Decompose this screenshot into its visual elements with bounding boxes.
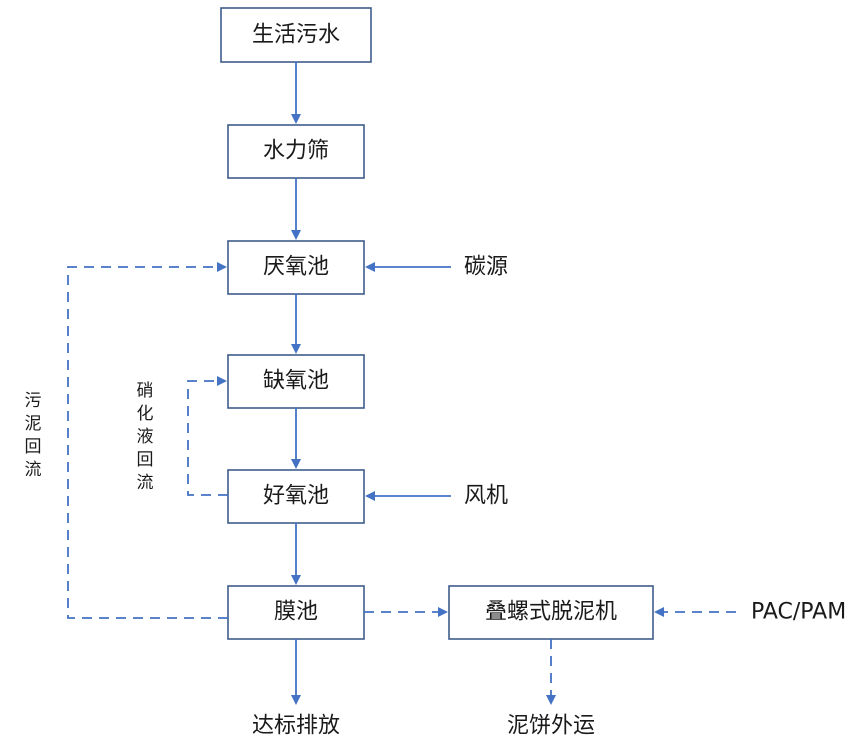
box-membrane-label: 膜池 [274, 600, 318, 625]
box-sewage-label: 生活污水 [252, 23, 340, 48]
box-anaerobic: 厌氧池 [227, 240, 365, 295]
nitrate-return-char: 流 [137, 473, 154, 493]
discharge-label: 达标排放 [252, 714, 340, 739]
box-sewage: 生活污水 [220, 7, 372, 63]
box-aerobic-label: 好氧池 [263, 484, 329, 509]
blower-label: 风机 [464, 484, 508, 509]
chemicals-label: PAC/PAM [751, 600, 846, 625]
sludge-return-char: 回 [25, 437, 42, 457]
box-dewatering-label: 叠螺式脱泥机 [485, 600, 617, 625]
sludge-return-label: 污 泥 回 流 [25, 391, 42, 480]
nitrate-return-char: 液 [137, 427, 154, 447]
box-aerobic: 好氧池 [227, 469, 365, 524]
nitrate-return-line [187, 376, 228, 496]
nitrate-return-label: 硝 化 液 回 流 [137, 381, 154, 493]
sludge-return-char: 泥 [25, 414, 42, 434]
nitrate-return-char: 化 [137, 404, 154, 424]
carbon-source-label: 碳源 [464, 255, 508, 280]
box-dewatering: 叠螺式脱泥机 [448, 585, 654, 640]
box-screen-label: 水力筛 [263, 139, 329, 164]
sludge-return-char: 污 [25, 391, 42, 411]
nitrate-return-char: 回 [137, 450, 154, 470]
box-membrane: 膜池 [227, 585, 365, 640]
box-anoxic: 缺氧池 [227, 354, 365, 409]
box-screen: 水力筛 [227, 124, 365, 179]
sludge-cake-label: 泥饼外运 [507, 714, 595, 739]
sludge-return-char: 流 [25, 460, 42, 480]
box-anaerobic-label: 厌氧池 [263, 255, 329, 280]
box-anoxic-label: 缺氧池 [263, 369, 329, 394]
nitrate-return-char: 硝 [137, 381, 154, 401]
